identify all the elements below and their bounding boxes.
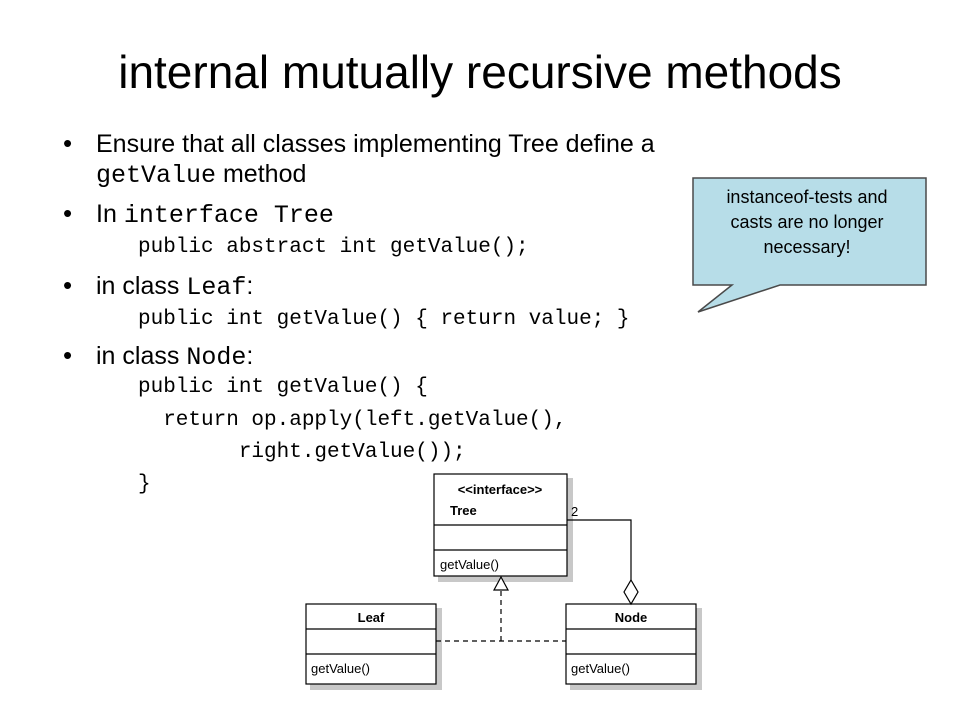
- multiplicity-label: 2: [571, 504, 578, 519]
- tree-stereotype: <<interface>>: [458, 482, 543, 497]
- tree-method: getValue(): [440, 557, 499, 572]
- bullet-4-pre: in class: [96, 342, 180, 370]
- callout-bubble: [692, 177, 927, 313]
- bullet-3-pre: in class: [96, 272, 180, 300]
- slide-title: internal mutually recursive methods: [118, 46, 842, 98]
- bullet-4-code-line-2: return op.apply(left.getValue(),: [138, 409, 567, 432]
- bullet-3-code: Leaf: [186, 273, 247, 302]
- aggregation-diamond: [623, 578, 639, 606]
- bullet-2-code-line: public abstract int getValue();: [138, 236, 529, 259]
- callout-text: instanceof-tests and casts are no longer…: [726, 187, 888, 257]
- bullet-4-code: Node: [186, 343, 247, 372]
- bullet-3-post: :: [246, 272, 254, 300]
- uml-node-class: Node getValue(): [565, 603, 702, 690]
- bullet-4-text: in class Node:: [96, 341, 253, 373]
- bullet-1-post: method: [222, 160, 307, 188]
- bullet-3-text: in class Leaf:: [96, 271, 253, 303]
- bullet-2-pre: In: [96, 200, 117, 228]
- bullet-4-code-line-1: public int getValue() {: [138, 376, 428, 399]
- leaf-method: getValue(): [311, 661, 370, 676]
- bullet-1-text: Ensure that all classes implementing Tre…: [96, 129, 655, 159]
- bullet-1-pre: Ensure that all classes implementing Tre…: [96, 130, 655, 158]
- uml-leaf-class: Leaf getValue(): [305, 603, 442, 690]
- uml-aggregation: [567, 519, 639, 606]
- leaf-name: Leaf: [358, 610, 385, 625]
- bullet-dot: •: [63, 270, 73, 300]
- bullet-4-post: :: [246, 342, 254, 370]
- bullet-dot: •: [63, 340, 73, 370]
- bullet-2-code: interface Tree: [123, 201, 334, 230]
- bullet-4-code-line-3: right.getValue());: [138, 441, 466, 464]
- bullet-1-continuation: getValue method: [96, 159, 306, 191]
- bullet-3-code-line: public int getValue() { return value; }: [138, 308, 630, 331]
- uml-tree-class: <<interface>> Tree getValue(): [433, 473, 573, 582]
- realization-arrowhead: [492, 575, 510, 591]
- bullet-2-text: In interface Tree: [96, 199, 334, 231]
- node-method: getValue(): [571, 661, 630, 676]
- tree-name: Tree: [450, 503, 477, 518]
- node-name: Node: [615, 610, 648, 625]
- uml-realization: [436, 575, 566, 642]
- bullet-1-code: getValue: [96, 161, 217, 190]
- bullet-dot: •: [63, 128, 73, 158]
- bullet-4-code-line-4: }: [138, 473, 151, 496]
- bullet-dot: •: [63, 198, 73, 228]
